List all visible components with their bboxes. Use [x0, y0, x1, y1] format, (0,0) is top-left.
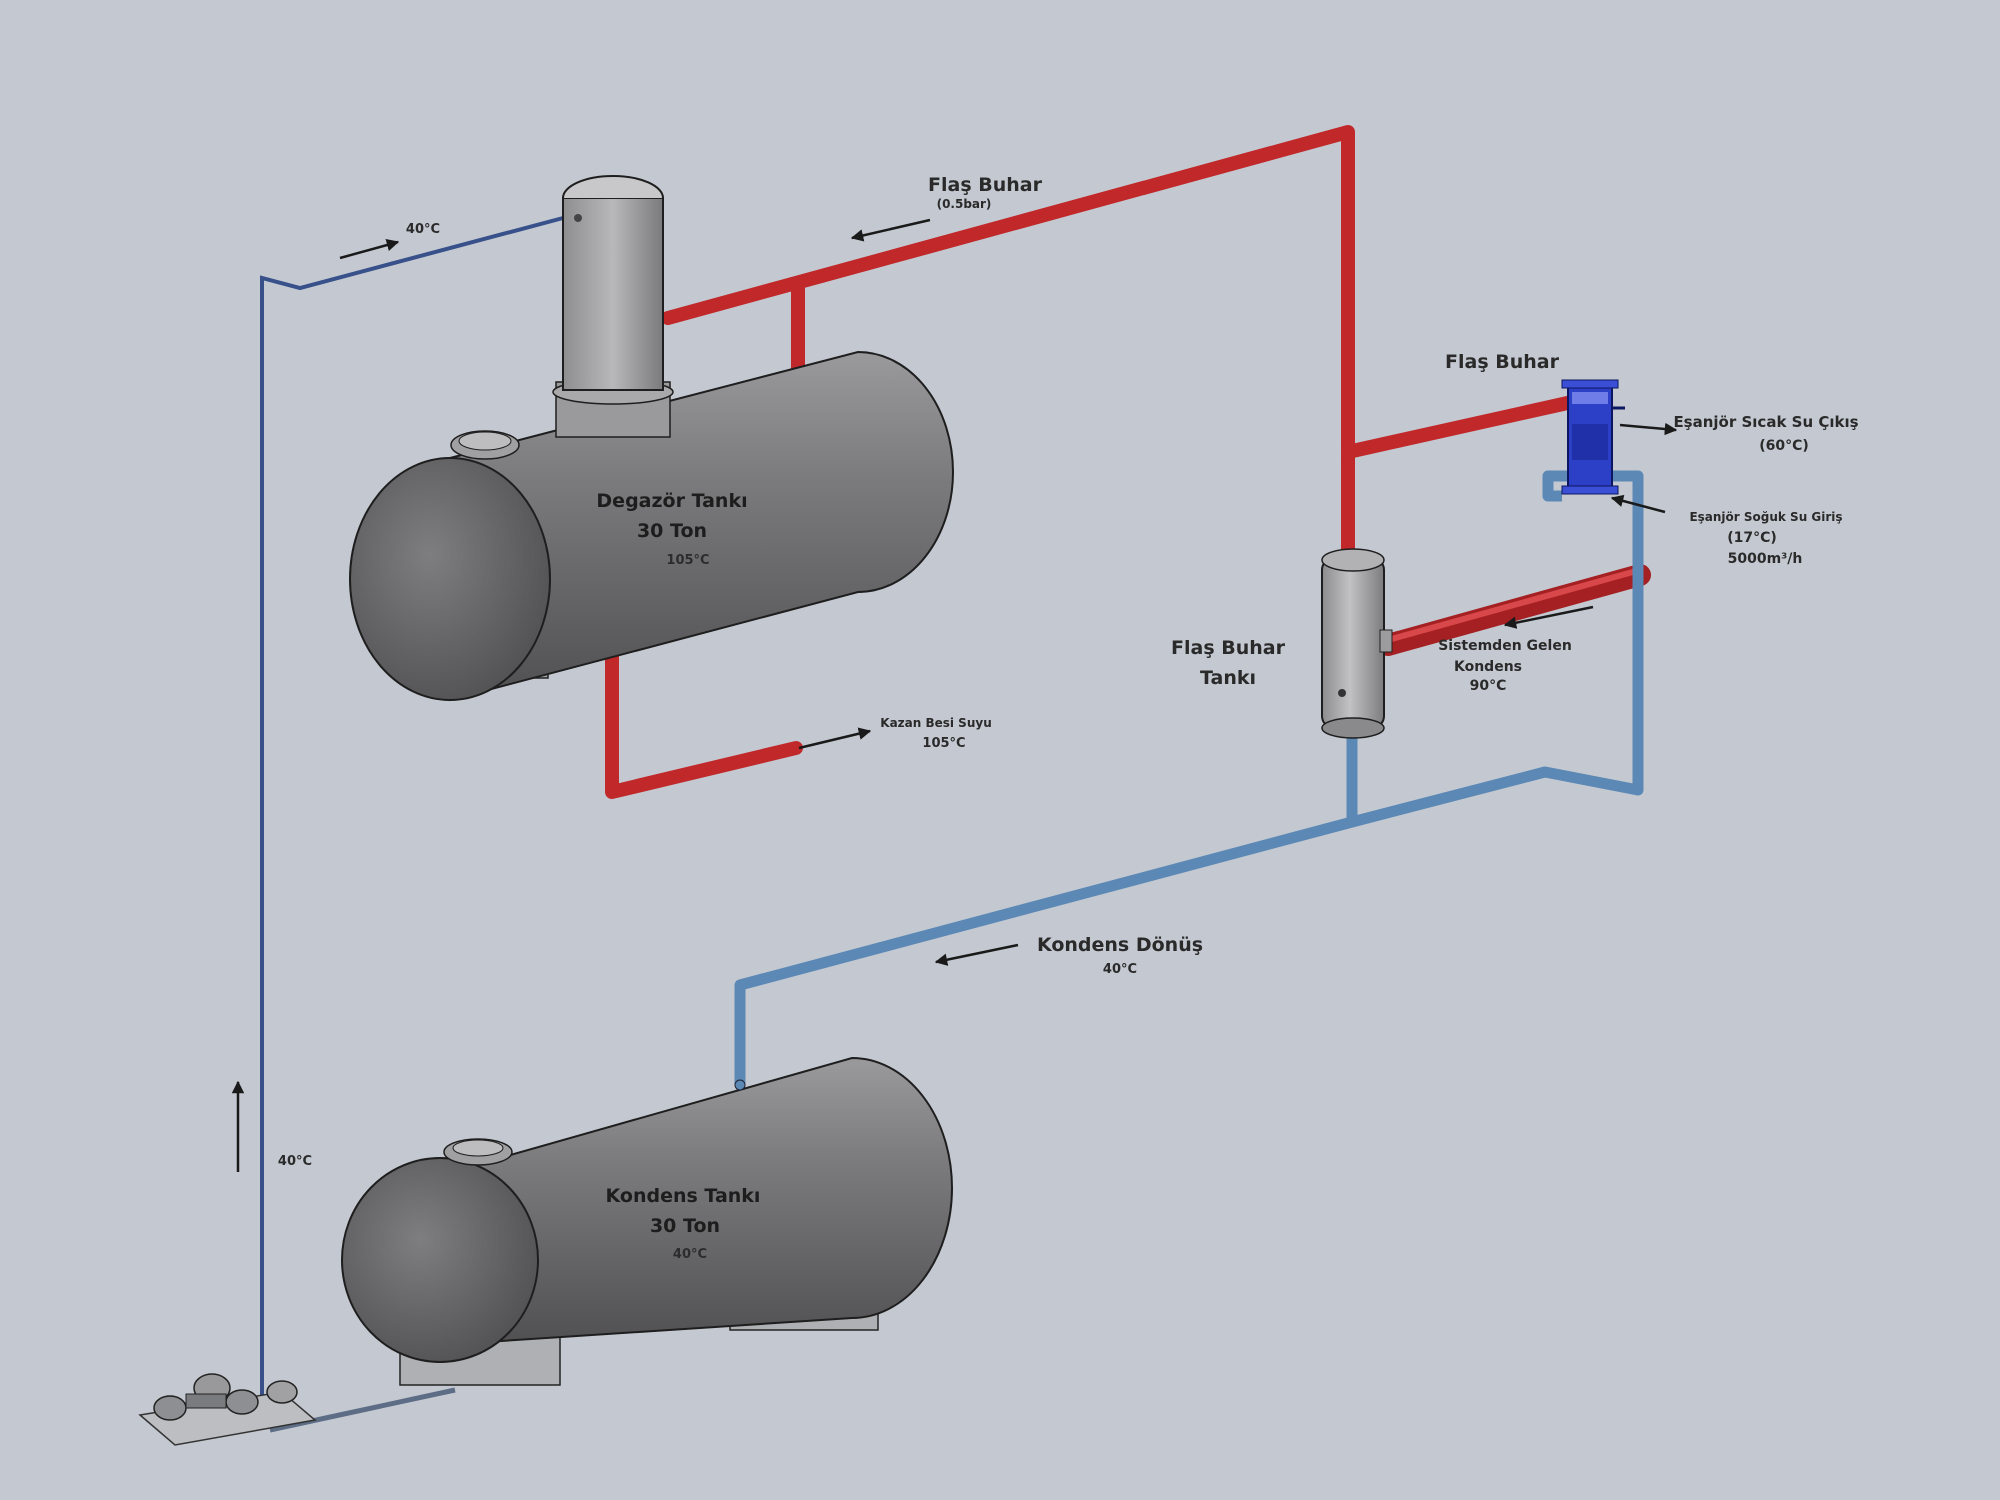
pump-icon	[138, 1373, 317, 1446]
flash-steam-right-label: Flaş Buhar	[1445, 351, 1560, 373]
flash-steam-top-label: Flaş Buhar	[928, 174, 1043, 196]
condensate-tank-name: Kondens Tankı	[606, 1185, 761, 1207]
degasser-tank-capacity: 30 Ton	[637, 520, 707, 542]
hx-cold-in-label: Eşanjör Soğuk Su Giriş	[1689, 510, 1842, 524]
heat-exchanger-icon	[1561, 379, 1625, 495]
inlet-temp-label: 40°C	[406, 222, 440, 237]
flash-steam-tank	[1321, 548, 1393, 739]
flash-steam-tank-label-2: Tankı	[1200, 667, 1256, 689]
system-condensate-line	[1377, 564, 1651, 656]
pump-riser-temp: 40°C	[278, 1154, 312, 1169]
feed-water-line	[605, 633, 803, 799]
system-condensate-temp: 90°C	[1470, 678, 1507, 694]
system-condensate-label-1: Sistemden Gelen	[1438, 638, 1572, 654]
feed-water-temp: 105°C	[922, 736, 965, 751]
condensate-tank-capacity: 30 Ton	[650, 1215, 720, 1237]
degasser-tank-name: Degazör Tankı	[596, 490, 747, 512]
condensate-tank-temp: 40°C	[673, 1247, 707, 1262]
flash-steam-top-pressure: (0.5bar)	[937, 197, 992, 211]
flash-steam-line	[661, 125, 1579, 597]
flow-arrow-icon	[231, 218, 1678, 1172]
hx-hot-out-label: Eşanjör Sıcak Su Çıkış	[1673, 413, 1858, 431]
degasser-tank-temp: 105°C	[666, 553, 709, 568]
hx-cold-in-temp: (17°C)	[1727, 530, 1777, 546]
condensate-return-label: Kondens Dönüş	[1037, 934, 1203, 956]
pump-suction-line	[269, 1387, 456, 1433]
condensate-return-temp: 40°C	[1103, 962, 1137, 977]
system-condensate-label-2: Kondens	[1454, 659, 1522, 675]
degasser-tank: Degazör Tankı 30 Ton 105°C	[349, 175, 954, 702]
condensate-tank: Kondens Tankı 30 Ton 40°C	[341, 1056, 953, 1386]
hx-cold-in-flow: 5000m³/h	[1728, 551, 1803, 567]
feed-water-label: Kazan Besi Suyu	[880, 716, 991, 730]
hx-hot-out-temp: (60°C)	[1759, 438, 1809, 454]
flash-steam-tank-label-1: Flaş Buhar	[1171, 637, 1286, 659]
condensate-return-line	[734, 470, 1644, 1085]
